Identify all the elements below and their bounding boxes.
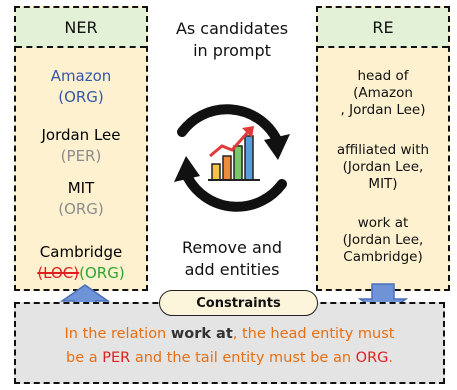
re-title: RE xyxy=(318,8,448,48)
relation-line: , Jordan Lee) xyxy=(340,102,426,118)
entity-jordan-lee: Jordan Lee (PER) xyxy=(16,125,146,167)
relation-line: (Amazon xyxy=(353,85,413,101)
top-caption-line: As candidates xyxy=(175,19,289,38)
chart-bar xyxy=(222,155,232,181)
org-highlight: ORG xyxy=(355,350,389,366)
re-panel: RE head of (Amazon , Jordan Lee) affilia… xyxy=(316,6,450,291)
constraint-text: . xyxy=(388,350,393,366)
entity-name: Amazon xyxy=(50,67,112,85)
relation-line: (Jordan Lee, xyxy=(342,159,424,175)
entity-type: (ORG) xyxy=(58,88,104,106)
chart-bar xyxy=(244,135,254,181)
entity-type-change: (LOC)(ORG) xyxy=(16,263,146,284)
entity-name: Jordan Lee xyxy=(41,126,121,144)
constraint-line-2: be a PER and the tail entity must be an … xyxy=(16,350,443,366)
entity-amazon: Amazon (ORG) xyxy=(16,66,146,108)
entity-mit: MIT (ORG) xyxy=(16,178,146,220)
chart-bar xyxy=(233,145,243,181)
cycle-arrows-icon xyxy=(174,104,290,212)
ner-panel: NER Amazon (ORG) Jordan Lee (PER) MIT (O… xyxy=(14,6,148,291)
entity-name: Cambridge xyxy=(39,243,123,261)
entity-name: MIT xyxy=(67,179,95,197)
per-highlight: PER xyxy=(102,350,131,366)
relation-head-of: head of (Amazon , Jordan Lee) xyxy=(318,68,448,119)
relation-line: affiliated with xyxy=(336,142,430,158)
constraint-text: In the relation xyxy=(64,326,171,342)
entity-cambridge: Cambridge (LOC)(ORG) xyxy=(16,242,146,284)
relation-line: Cambridge) xyxy=(343,249,423,265)
relation-work-at: work at (Jordan Lee, Cambridge) xyxy=(318,215,448,266)
constraints-label: Constraints xyxy=(159,290,318,316)
bottom-caption: Remove and add entities xyxy=(152,237,312,281)
chart-bar xyxy=(211,163,221,181)
entity-type: (ORG) xyxy=(58,200,104,218)
relation-line: head of xyxy=(357,68,409,84)
ner-title: NER xyxy=(16,8,146,48)
entity-old-type: (LOC) xyxy=(37,264,80,282)
relation-highlight: work at xyxy=(170,326,233,342)
constraint-text: be a xyxy=(66,350,103,366)
constraint-line-1: In the relation work at, the head entity… xyxy=(16,326,443,342)
entity-type: (PER) xyxy=(60,147,102,165)
growth-chart-icon xyxy=(208,126,260,181)
bottom-caption-line: Remove and xyxy=(181,238,283,257)
constraint-text: and the tail entity must be an xyxy=(130,350,356,366)
relation-line: MIT) xyxy=(368,176,398,192)
top-caption: As candidates in prompt xyxy=(152,18,312,62)
relation-line: work at xyxy=(357,215,409,231)
constraint-text: , the head entity must xyxy=(232,326,395,342)
relation-line: (Jordan Lee, xyxy=(342,232,424,248)
bottom-caption-line: add entities xyxy=(184,260,280,279)
relation-affiliated-with: affiliated with (Jordan Lee, MIT) xyxy=(318,142,448,193)
top-caption-line: in prompt xyxy=(193,41,271,60)
entity-new-type: (ORG) xyxy=(79,264,125,282)
